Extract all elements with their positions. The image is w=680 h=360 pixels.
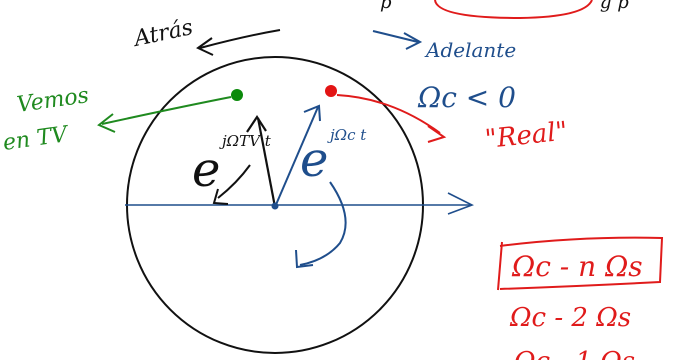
real-arrow <box>336 94 441 134</box>
condition-label: Ωc < 0 <box>417 81 516 114</box>
vemos-label: Vemos <box>15 83 90 118</box>
adelante-label: Adelante <box>424 38 516 62</box>
green-dot <box>231 89 243 101</box>
top-red-annotation <box>434 0 593 20</box>
exp-tv-power: jΩTV t <box>219 132 272 150</box>
origin-dot <box>271 202 279 210</box>
real-label: "Real" <box>484 116 569 154</box>
rotation-arrow-cw-head <box>295 249 314 269</box>
formula-box <box>497 236 664 291</box>
rotation-arrow-ccw-head <box>212 188 229 205</box>
phasor-real-arrowhead <box>303 104 321 122</box>
phasor-tv-arrowhead <box>246 114 267 133</box>
atras-arrow <box>199 29 281 49</box>
adelante-arrowhead <box>403 32 423 50</box>
atras-arrowhead <box>196 37 214 56</box>
exp-c-power: jΩc t <box>327 126 367 144</box>
exp-c-base: e <box>300 132 328 188</box>
red-dot <box>325 85 337 97</box>
rotation-arrow-ccw <box>217 164 251 199</box>
formula-2: Ωc - 2 Ωs <box>509 303 631 333</box>
formula-1: Ωc - n Ωs <box>511 250 643 283</box>
real-axis-arrowhead <box>447 192 474 215</box>
rotation-arrow-cw <box>299 181 347 266</box>
atras-label: Atrás <box>130 15 195 52</box>
phasor-real <box>274 106 319 208</box>
vemos-arrow <box>101 96 232 125</box>
formula-3: Ωc - 1 Ωs <box>513 347 635 360</box>
exp-tv-base: e <box>192 142 220 198</box>
top-cut-text-right: g p <box>600 0 629 13</box>
phasor-tv <box>256 117 277 208</box>
adelante-arrow <box>372 30 419 43</box>
vemos-arrowhead <box>97 113 116 133</box>
top-cut-text: p <box>380 0 392 13</box>
real-arrowhead <box>427 125 447 143</box>
en-tv-label: en TV <box>1 122 71 156</box>
